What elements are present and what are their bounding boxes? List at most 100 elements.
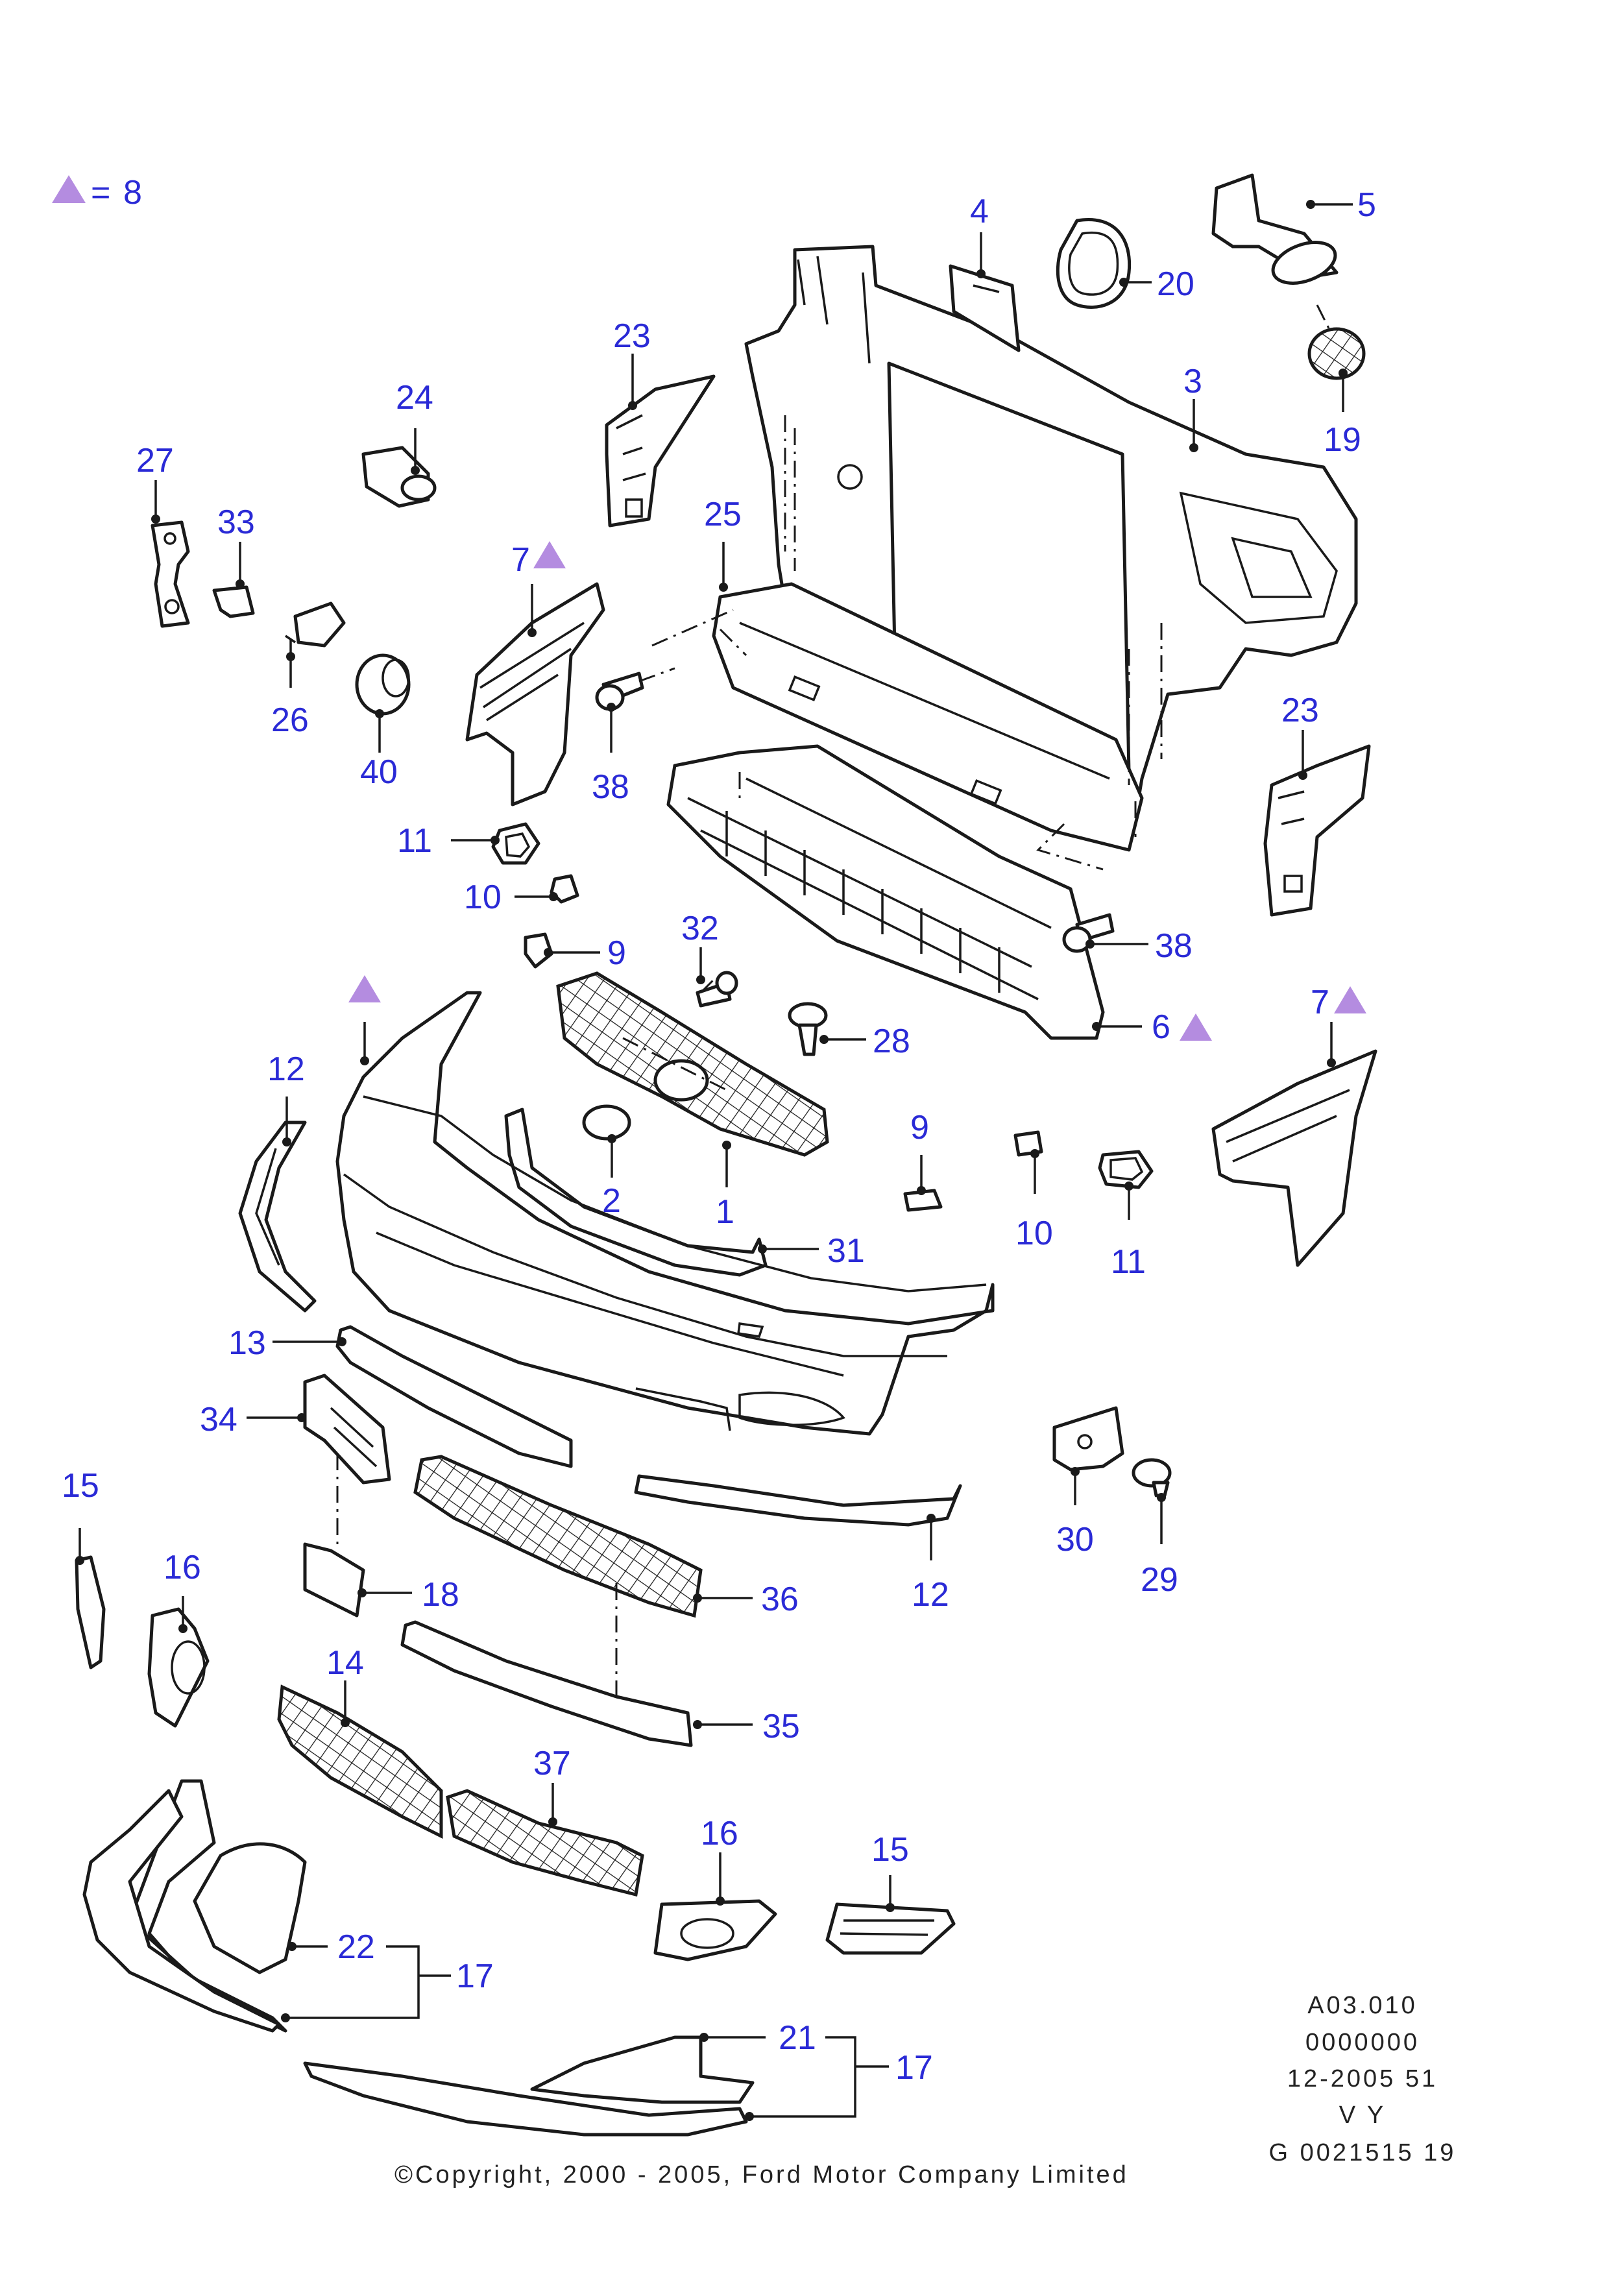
callout-34: 34 <box>200 1401 237 1438</box>
callout-38-lower: 38 <box>1155 927 1193 965</box>
part-14-left-grille <box>277 1684 443 1839</box>
part-26-sensor <box>285 601 346 648</box>
callout-1: 1 <box>716 1193 734 1231</box>
callout-22: 22 <box>337 1928 375 1966</box>
callout-3: 3 <box>1183 363 1202 400</box>
callout-30: 30 <box>1056 1521 1094 1558</box>
callout-4: 4 <box>970 193 989 230</box>
callout-16-right: 16 <box>701 1815 738 1852</box>
callout-23-left: 23 <box>613 317 651 355</box>
callout-7-left-triangle-icon <box>533 541 566 568</box>
callout-14: 14 <box>326 1644 364 1682</box>
callout-18: 18 <box>422 1576 459 1614</box>
callout-11-left: 11 <box>397 822 432 860</box>
part-20-seal <box>1056 218 1132 309</box>
part-10-left-cap <box>550 874 579 904</box>
part-15-right-cover <box>825 1902 956 1955</box>
callout-12-right: 12 <box>912 1576 949 1614</box>
callout-7-left: 7 <box>511 541 530 579</box>
part-bumper-cover <box>335 991 995 1436</box>
copyright-text: ©Copyright, 2000 - 2005, Ford Motor Comp… <box>394 2161 1129 2188</box>
part-2-emblem <box>582 1104 631 1141</box>
callout-25: 25 <box>704 496 742 533</box>
callout-6: 6 <box>1152 1008 1170 1046</box>
bumper-triangle-icon <box>348 975 381 1002</box>
assembly-lines <box>336 304 1331 1700</box>
part-12-right-trim <box>634 1474 962 1527</box>
part-36-lower-grille <box>413 1455 703 1618</box>
part-32-screw <box>696 971 738 1008</box>
callout-23-right: 23 <box>1281 692 1319 729</box>
part-7-left-guide <box>465 582 605 806</box>
callout-15-right: 15 <box>871 1831 909 1869</box>
reference-line-3: 12-2005 51 <box>1287 2065 1438 2092</box>
part-16-right-fog-surround <box>653 1899 777 1961</box>
part-16-left-fog-surround <box>147 1607 210 1728</box>
part-21-lower-spoiler <box>303 2035 755 2137</box>
callout-19: 19 <box>1324 421 1361 459</box>
reference-line-5: G 0021515 19 <box>1269 2139 1457 2166</box>
part-11-left-cover <box>491 822 540 865</box>
callout-6-triangle-icon <box>1180 1013 1212 1041</box>
part-18-panel <box>303 1542 365 1618</box>
legend-value: 8 <box>123 174 142 212</box>
callout-10-left: 10 <box>464 879 502 916</box>
callout-9-right: 9 <box>910 1109 929 1146</box>
part-29-screw <box>1132 1458 1172 1497</box>
callout-36: 36 <box>761 1581 799 1618</box>
marker-triangle-icon <box>52 175 86 203</box>
part-28-clip <box>788 1002 828 1056</box>
callout-9-left: 9 <box>607 934 626 972</box>
part-7-right-guide <box>1211 1049 1377 1267</box>
callout-29: 29 <box>1141 1561 1178 1599</box>
callout-2: 2 <box>602 1182 621 1220</box>
part-40-park-sensor <box>355 653 411 716</box>
callout-10-right: 10 <box>1015 1215 1053 1252</box>
part-34-bracket <box>303 1374 391 1485</box>
callout-5: 5 <box>1357 186 1376 224</box>
callout-32: 32 <box>681 910 719 947</box>
part-4-bracket <box>949 264 1021 352</box>
callout-17-right: 17 <box>895 2049 933 2087</box>
part-1-grille <box>556 971 829 1157</box>
callouts: 1 2 3 4 5 6 7 7 <box>62 186 1376 2121</box>
callout-33: 33 <box>217 503 255 541</box>
callout-26: 26 <box>271 701 309 739</box>
callout-12-left: 12 <box>267 1050 305 1088</box>
callout-40: 40 <box>360 753 398 791</box>
part-crossmember <box>712 582 1144 852</box>
reference-line-1: A03.010 <box>1307 1992 1418 2019</box>
part-6-energy-absorber <box>666 744 1105 1040</box>
callout-38-upper: 38 <box>592 768 629 806</box>
part-15-left-cover <box>75 1555 106 1669</box>
callout-21: 21 <box>779 2019 816 2057</box>
part-12-left-trim <box>238 1121 317 1313</box>
callout-11-right: 11 <box>1111 1243 1146 1281</box>
callout-16-left: 16 <box>164 1549 201 1586</box>
legend: = 8 <box>52 174 142 212</box>
callout-15-left: 15 <box>62 1467 99 1505</box>
part-9-left-clip <box>524 932 553 969</box>
callout-24: 24 <box>396 379 433 417</box>
part-5-air-duct <box>1211 173 1339 285</box>
legend-equals: = <box>91 174 110 212</box>
part-23-left-bracket <box>605 374 716 527</box>
part-23-right-bracket <box>1263 744 1371 917</box>
callout-20: 20 <box>1157 265 1194 303</box>
callout-17-left: 17 <box>456 1958 494 1995</box>
part-24-push-clip <box>361 446 437 508</box>
part-19-mesh-cap <box>1307 327 1366 380</box>
part-33-clip <box>212 585 255 618</box>
part-30-bracket <box>1052 1406 1124 1472</box>
part-13-strip <box>335 1325 573 1468</box>
callout-27: 27 <box>136 442 174 479</box>
callout-37: 37 <box>533 1745 571 1782</box>
callout-31: 31 <box>827 1232 865 1270</box>
part-38-bolt-upper <box>595 672 644 711</box>
callout-7-right-triangle-icon <box>1334 986 1366 1013</box>
part-27-bracket <box>151 520 190 628</box>
callout-28: 28 <box>873 1023 910 1060</box>
part-35-lower-strip <box>400 1620 693 1747</box>
reference-line-4: V Y <box>1339 2102 1387 2129</box>
